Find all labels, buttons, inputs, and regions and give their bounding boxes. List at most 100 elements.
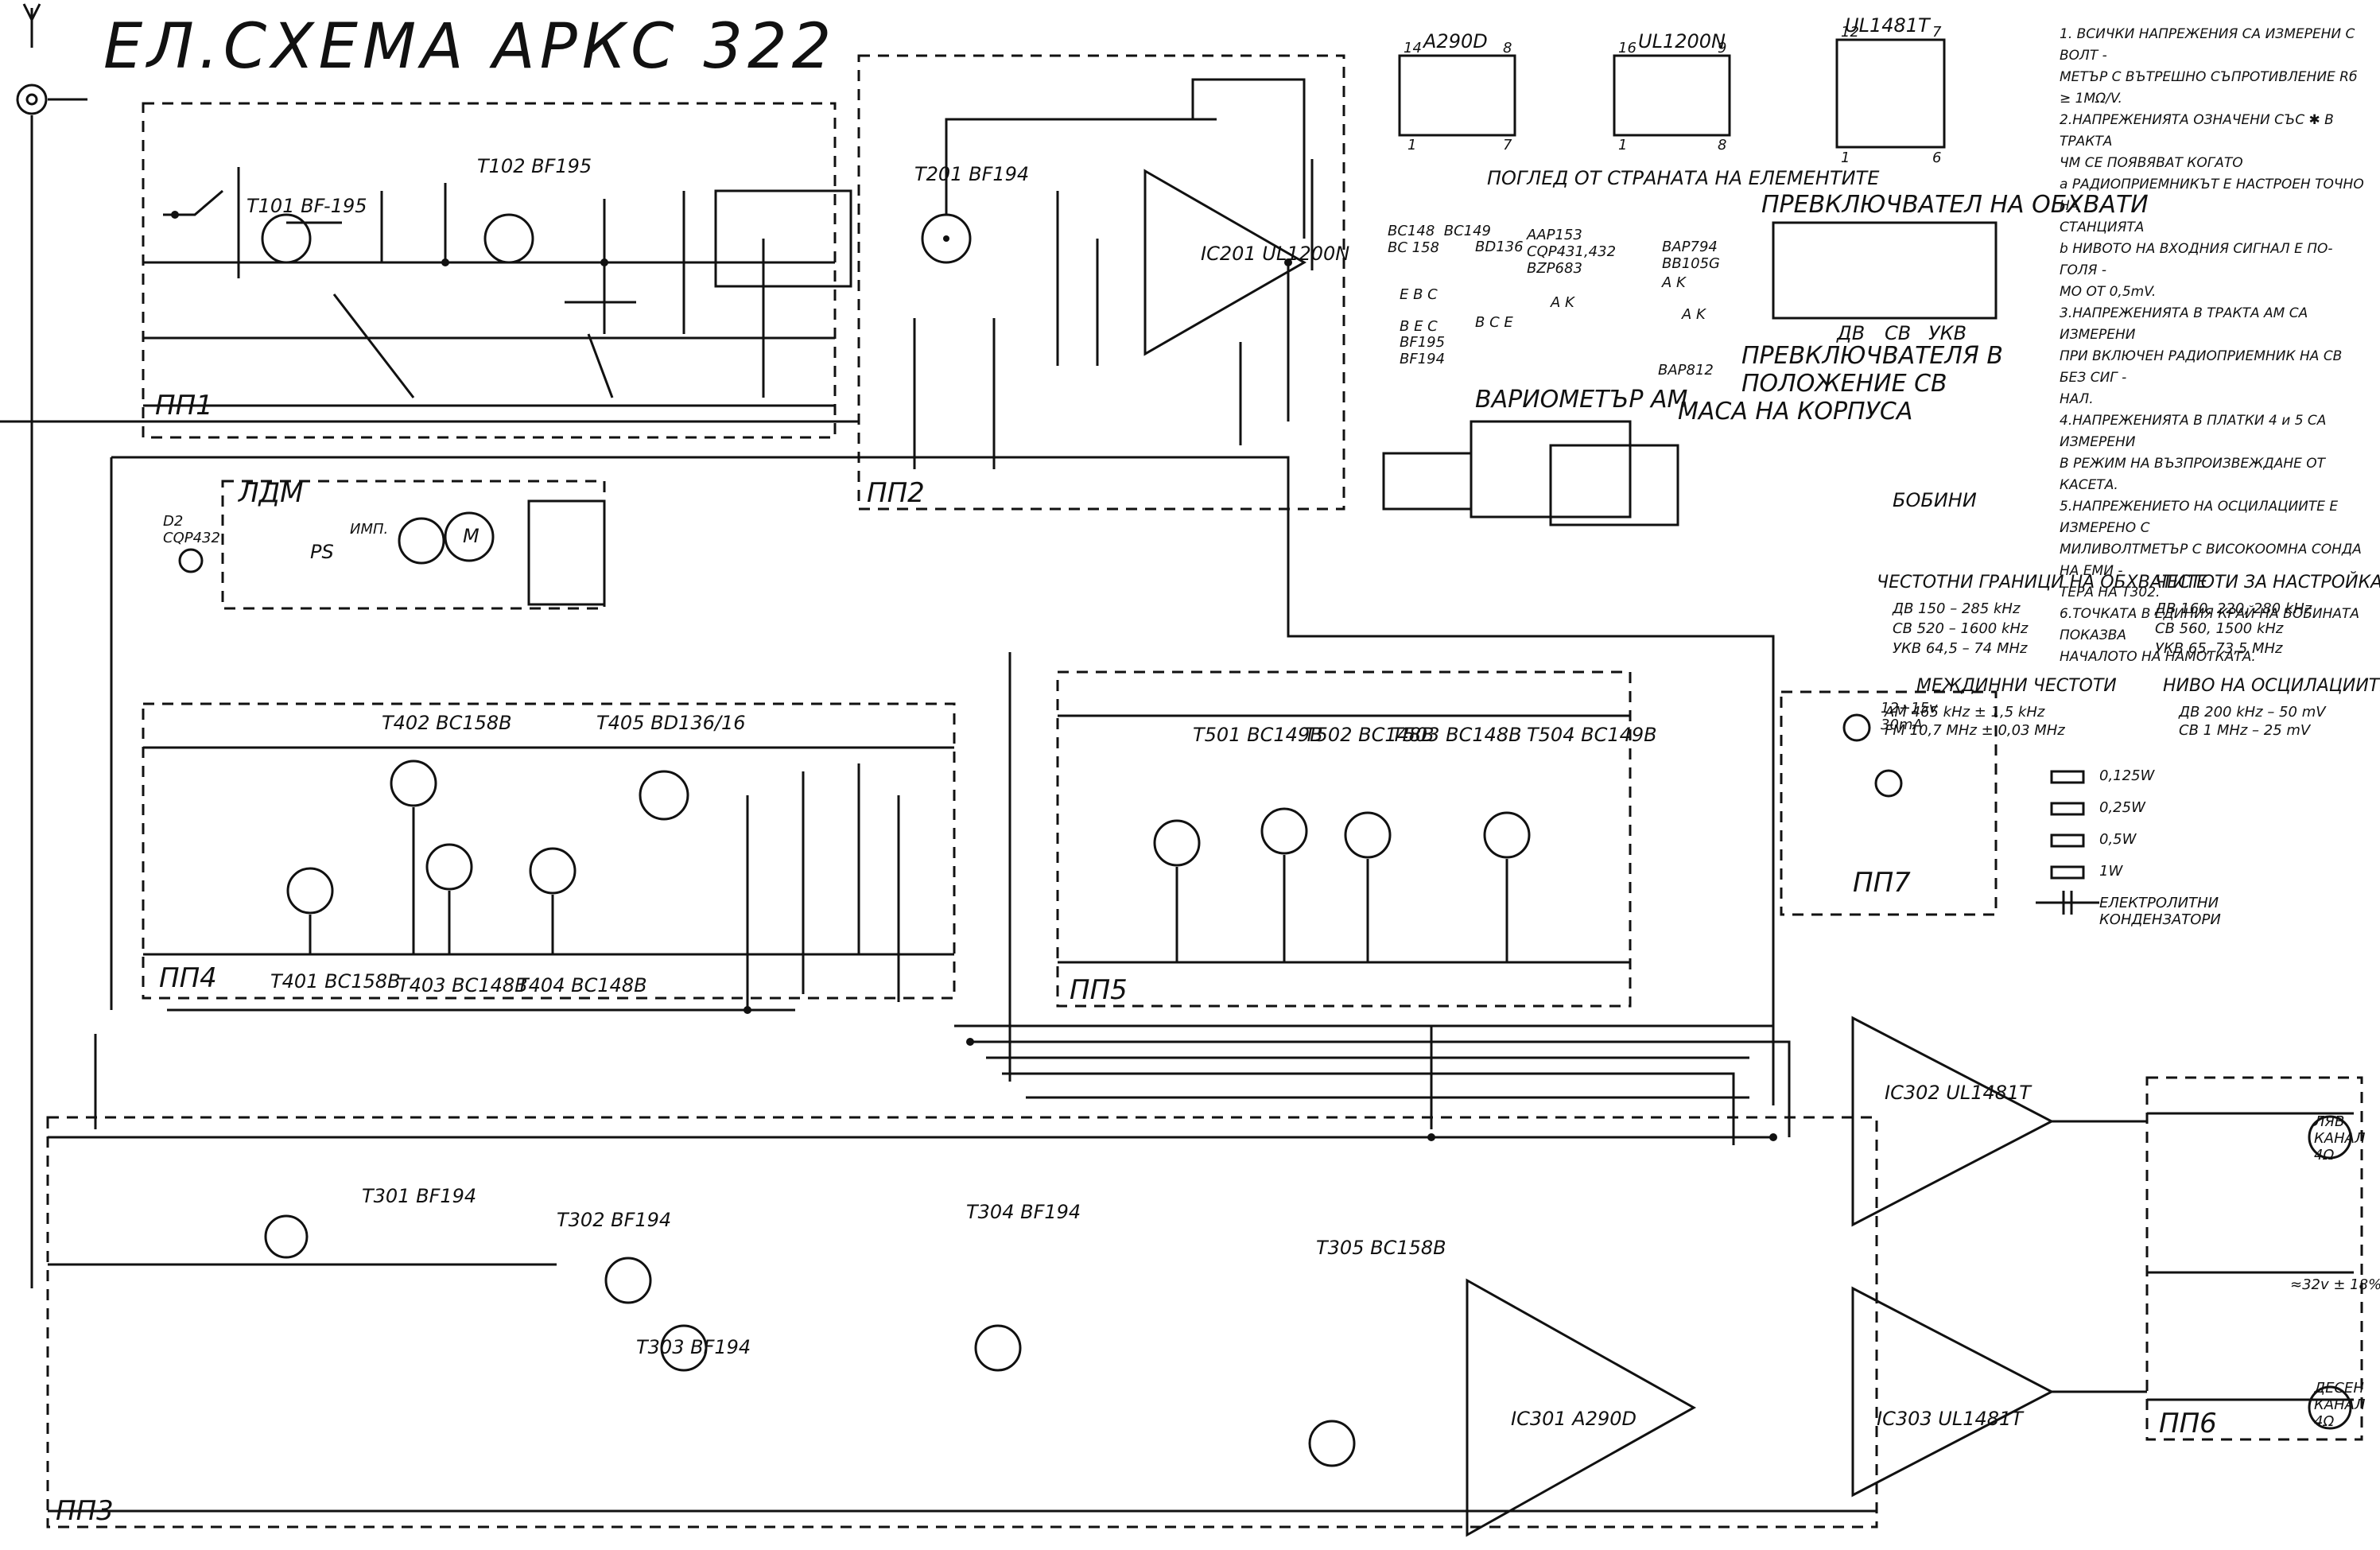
label-t101: T101 BF-195 xyxy=(247,195,367,217)
label-t304: T304 BF194 xyxy=(966,1201,1081,1223)
note-line: 6.ТОЧКАТА В ЕДИНИЯ КРАЙ НА БОБИНАТА ПОКА… xyxy=(2060,606,2360,643)
board-label-pp3: ПП3 xyxy=(56,1495,114,1527)
band-switch-band-dv: ДВ xyxy=(1837,322,1866,344)
pin-a290d-top-right: 8 xyxy=(1503,40,1512,56)
board-label-pp1: ПП1 xyxy=(155,390,213,421)
tune-freqs-title: ЧЕСТОТИ ЗА НАСТРОЙКА xyxy=(2155,573,2380,592)
pinout-aap153-types: AAP153 CQP431,432 BZP683 xyxy=(1527,227,1617,277)
note-line: 1. ВСИЧКИ НАПРЕЖЕНИЯ СА ИЗМЕРЕНИ С ВОЛТ … xyxy=(2060,26,2355,64)
label-t502: T502 BC148B xyxy=(1304,724,1435,746)
if-freqs-title: МЕЖДИННИ ЧЕСТОТИ xyxy=(1916,676,2117,696)
label-ic201: IC201 UL1200N xyxy=(1201,243,1350,265)
note-line: а РАДИОПРИЕМНИКЪТ Е НАСТРОЕН ТОЧНО НА xyxy=(2060,177,2364,214)
pinout-bap812-pins: A K xyxy=(1682,306,1706,323)
label-t504: T504 BC149B xyxy=(1527,724,1657,746)
pin-ul1481t-bottom-right: 6 xyxy=(1932,150,1942,166)
label-t501: T501 BC149B xyxy=(1193,724,1323,746)
pin-ul1481t-bottom-left: 1 xyxy=(1841,150,1850,166)
legend-1w: 1W xyxy=(2099,863,2123,880)
pinout-bap794-types: BAP794 BB105G xyxy=(1662,239,1721,272)
label-t302: T302 BF194 xyxy=(557,1209,672,1231)
board-label-ldm: ЛДМ xyxy=(239,477,304,509)
speaker-left-label: ЛЯВ КАНАЛ 4Ω xyxy=(2314,1113,2366,1163)
note-line: НАЧАЛОТО НА НАМОТКАТА. xyxy=(2060,649,2256,665)
label-t503: T503 BC148B xyxy=(1392,724,1522,746)
board-label-pp4: ПП4 xyxy=(159,962,217,994)
note-line: МИЛИВОЛТМЕТЪР С ВИСОКООМНА СОНДА НА ЕМИ … xyxy=(2060,542,2362,579)
note-line: НАЛ. xyxy=(2060,391,2094,407)
board-label-pp2: ПП2 xyxy=(867,477,925,509)
band-switch-title: ПРЕВКЛЮЧВАТЕЛ НА ОБХВАТИ xyxy=(1761,191,2149,219)
pinout-bf195-types: BF195 BF194 xyxy=(1400,334,1446,367)
package-ul1200n-name: UL1200N xyxy=(1638,30,1726,52)
notes-block: 1. ВСИЧКИ НАПРЕЖЕНИЯ СА ИЗМЕРЕНИ С ВОЛТ … xyxy=(2060,24,2370,668)
chassis-label: МАСА НА КОРПУСА xyxy=(1678,398,1913,425)
label-t403: T403 BC148B xyxy=(398,974,528,996)
band-switch-band-sv: СВ xyxy=(1885,322,1912,344)
pin-ul1200n-bottom-right: 8 xyxy=(1718,137,1727,153)
pin-ul1200n-top-left: 16 xyxy=(1618,40,1636,56)
note-line: 5.НАПРЕЖЕНИЕТО НА ОСЦИЛАЦИИТЕ Е ИЗМЕРЕНО… xyxy=(2060,499,2339,536)
if-freq-am: AM 465 kHz ± 1,5 kHz xyxy=(1885,704,2045,721)
osc-level-sv: СВ 1 MHz – 25 mV xyxy=(2179,722,2311,739)
osc-levels-title: НИВО НА ОСЦИЛАЦИИТЕ xyxy=(2163,676,2380,696)
schematic-title: ЕЛ.СХЕМА АРКС 322 xyxy=(103,11,837,83)
label-ic301: IC301 A290D xyxy=(1511,1408,1636,1430)
legend-025w: 0,25W xyxy=(2099,799,2145,816)
note-line: 2.НАПРЕЖЕНИЯТА ОЗНАЧЕНИ СЪС ✱ В ТРАКТА xyxy=(2060,112,2334,150)
legend-05w: 0,5W xyxy=(2099,831,2137,848)
note-line: ТЕРА НА Т302. xyxy=(2060,585,2161,600)
ldm-impulse-label: ИМП. xyxy=(350,521,389,538)
label-t401: T401 BC158B xyxy=(270,970,401,993)
freq-range-sv: СВ 520 – 1600 kHz xyxy=(1893,620,2029,637)
ldm-ps-label: PS xyxy=(310,541,334,563)
note-line: В РЕЖИМ НА ВЪЗПРОИЗВЕЖДАНЕ ОТ КАСЕТА. xyxy=(2060,456,2326,493)
package-ul1481t-name: UL1481T xyxy=(1845,14,1930,37)
supply-voltage: ≈32v ± 18% xyxy=(2290,1276,2380,1293)
tune-freq-dv: ДВ 160, 220, 280 kHz xyxy=(2155,600,2312,617)
variometer-label: ВАРИОМЕТЪР АМ xyxy=(1475,386,1688,414)
pin-ul1200n-top-right: 9 xyxy=(1718,40,1727,56)
note-line: b НИВОТО НА ВХОДНИЯ СИГНАЛ Е ПО-ГОЛЯ - xyxy=(2060,241,2333,278)
note-line: ЧМ СЕ ПОЯВЯВАТ КОГАТО xyxy=(2060,155,2243,171)
band-switch-caption-2: ПОЛОЖЕНИЕ СВ xyxy=(1741,370,1947,398)
label-ic303: IC303 UL1481T xyxy=(1877,1408,2023,1430)
legend-electrolytic: ЕЛЕКТРОЛИТНИ КОНДЕНЗАТОРИ xyxy=(2099,895,2221,928)
ldm-motor-label: M xyxy=(463,525,479,547)
note-line: ПРИ ВКЛЮЧЕН РАДИОПРИЕМНИК НА СВ БЕЗ СИГ … xyxy=(2060,348,2343,386)
freq-range-ukv: УКВ 64,5 – 74 MHz xyxy=(1893,640,2028,657)
pinout-bf195-pins: B E C xyxy=(1400,318,1438,335)
label-t102: T102 BF195 xyxy=(477,155,592,177)
label-t404: T404 BC148B xyxy=(517,974,647,996)
pinout-bc148-types: BC148 BC149 BC 158 xyxy=(1388,223,1491,256)
tune-freq-sv: СВ 560, 1500 kHz xyxy=(2155,620,2284,637)
board-label-pp7: ПП7 xyxy=(1853,867,1911,899)
pin-ul1200n-bottom-left: 1 xyxy=(1618,137,1628,153)
note-line: 3.НАПРЕЖЕНИЯТА В ТРАКТА АМ СА ИЗМЕРЕНИ xyxy=(2060,305,2308,343)
freq-ranges-title: ЧЕСТОТНИ ГРАНИЦИ НА ОБХВАТИТЕ xyxy=(1877,573,2208,592)
coils-label: БОБИНИ xyxy=(1893,489,1977,511)
pinout-bd136-types: BD136 xyxy=(1475,239,1524,255)
legend-0125w: 0,125W xyxy=(2099,767,2155,784)
lamp-rating: 12÷15v 30mA xyxy=(1881,700,1938,733)
pin-a290d-bottom-right: 7 xyxy=(1503,137,1512,153)
board-label-pp5: ПП5 xyxy=(1070,974,1128,1006)
board-label-pp6: ПП6 xyxy=(2159,1408,2217,1439)
label-t405: T405 BD136/16 xyxy=(596,712,746,734)
label-t301: T301 BF194 xyxy=(362,1185,477,1207)
pinout-bc148-pins: E B C xyxy=(1400,286,1438,303)
pin-a290d-top-left: 14 xyxy=(1404,40,1422,56)
pinout-bap812-types: BAP812 xyxy=(1658,362,1714,379)
pin-a290d-bottom-left: 1 xyxy=(1407,137,1417,153)
note-line: 4.НАПРЕЖЕНИЯТА В ПЛАТКИ 4 и 5 СА ИЗМЕРЕН… xyxy=(2060,413,2327,450)
band-switch-band-ukv: УКВ xyxy=(1928,322,1967,344)
tune-freq-ukv: УКВ 65, 73,5 MHz xyxy=(2155,640,2283,657)
pinout-bd136-pins: B C E xyxy=(1475,314,1513,331)
speaker-right-label: ДЕСЕН КАНАЛ 4Ω xyxy=(2314,1380,2366,1430)
pinout-bap794-pins: A K xyxy=(1662,274,1686,291)
freq-range-dv: ДВ 150 – 285 kHz xyxy=(1893,600,2021,617)
label-t303: T303 BF194 xyxy=(636,1336,751,1358)
label-t201: T201 BF194 xyxy=(914,163,1030,185)
note-line: МЕТЪР С ВЪТРЕШНО СЪПРОТИВЛЕНИЕ Rб ≥ 1MΩ/… xyxy=(2060,69,2358,107)
